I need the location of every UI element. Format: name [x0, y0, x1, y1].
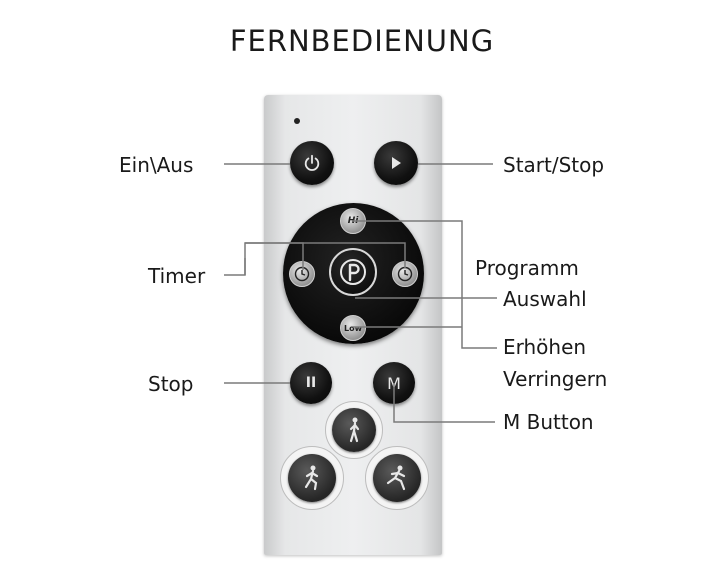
- jogging-person-icon: [304, 465, 319, 491]
- timer-label: Timer: [148, 264, 206, 288]
- power-button[interactable]: [290, 141, 334, 185]
- adjust-label-line1: Erhöhen: [503, 335, 587, 359]
- start-stop-button[interactable]: [374, 141, 418, 185]
- program-label-line2: Auswahl: [503, 287, 587, 311]
- play-icon: [392, 157, 401, 169]
- walk-speed-button[interactable]: [332, 408, 376, 452]
- program-button[interactable]: [329, 248, 377, 296]
- start-stop-label: Start/Stop: [503, 153, 605, 177]
- low-label: Low: [344, 323, 362, 333]
- clock-icon: [294, 266, 310, 282]
- pause-button[interactable]: II: [290, 362, 332, 404]
- walking-person-icon: [349, 417, 360, 443]
- stop-label: Stop: [148, 372, 194, 396]
- pause-label: II: [305, 375, 317, 391]
- adjust-label-line2: Verringern: [503, 367, 608, 391]
- p-icon: [340, 259, 366, 285]
- jog-speed-button[interactable]: [288, 454, 336, 502]
- running-person-icon: [386, 465, 406, 491]
- run-speed-button[interactable]: [373, 454, 421, 502]
- power-label: Ein\Aus: [119, 153, 194, 177]
- led-indicator: [294, 118, 300, 124]
- low-button[interactable]: Low: [340, 315, 366, 341]
- m-button-label: M Button: [503, 410, 594, 434]
- page-title: FERNBEDIENUNG: [229, 24, 495, 58]
- power-icon: [304, 154, 320, 171]
- timer-left-button[interactable]: [289, 261, 315, 287]
- program-label-line1: Programm: [475, 256, 579, 280]
